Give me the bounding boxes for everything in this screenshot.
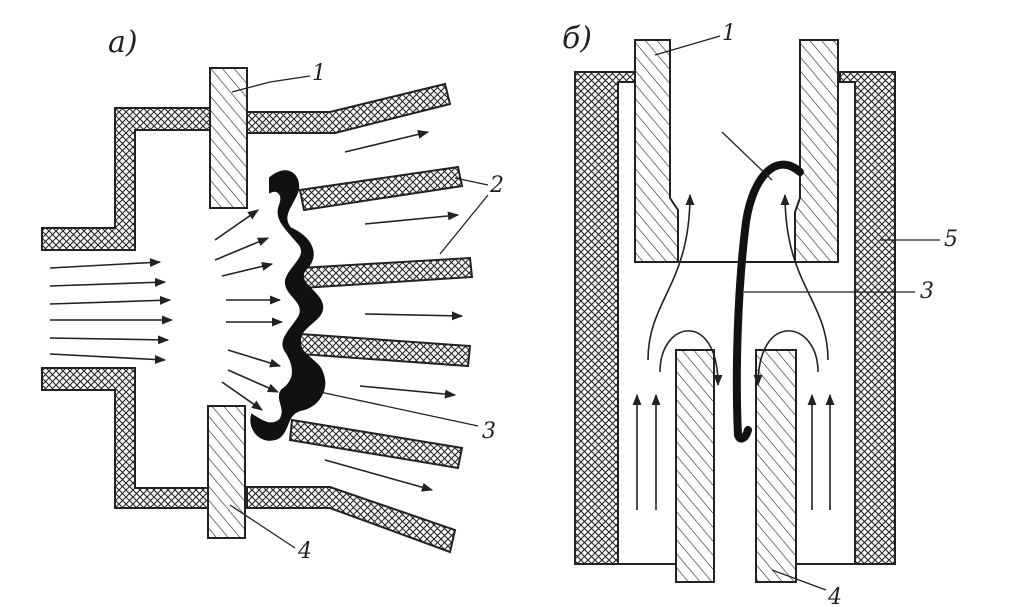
leader-4-b — [771, 569, 827, 591]
callout-5-b: 5 — [944, 227, 958, 252]
leader-4-a — [229, 504, 296, 549]
callout-3-b: 3 — [920, 279, 934, 304]
electrode-1-left-b — [634, 39, 679, 263]
leader-1-a — [231, 75, 311, 93]
arc-deposit-a — [250, 170, 326, 441]
leader-2a-a — [454, 177, 489, 186]
leader-arc-b — [721, 131, 773, 181]
leader-3-a — [319, 391, 479, 427]
callout-4-a: 4 — [297, 539, 312, 564]
callout-2-a: 2 — [489, 173, 504, 198]
panel-a-label: а) — [108, 25, 138, 60]
electrode-1-a — [209, 67, 248, 209]
leader-2b-a — [439, 194, 489, 255]
callout-4-b: 4 — [827, 585, 842, 607]
flow-arrows-b — [632, 193, 835, 510]
panel-a: а) — [41, 25, 504, 564]
electrode-1-right-b — [794, 39, 839, 263]
chamber-wall-a — [41, 82, 474, 554]
electrode-4-left-b — [675, 349, 715, 583]
flow-arrows-a — [49, 130, 464, 492]
callout-1-a: 1 — [312, 61, 326, 86]
callout-1-b: 1 — [722, 21, 736, 46]
panel-b: б) — [562, 21, 958, 607]
leader-1-b — [654, 35, 721, 56]
panel-b-label: б) — [562, 21, 592, 56]
callout-3-a: 3 — [482, 419, 496, 444]
electrode-4-right-b — [755, 349, 797, 583]
electrode-4-a — [207, 405, 246, 539]
